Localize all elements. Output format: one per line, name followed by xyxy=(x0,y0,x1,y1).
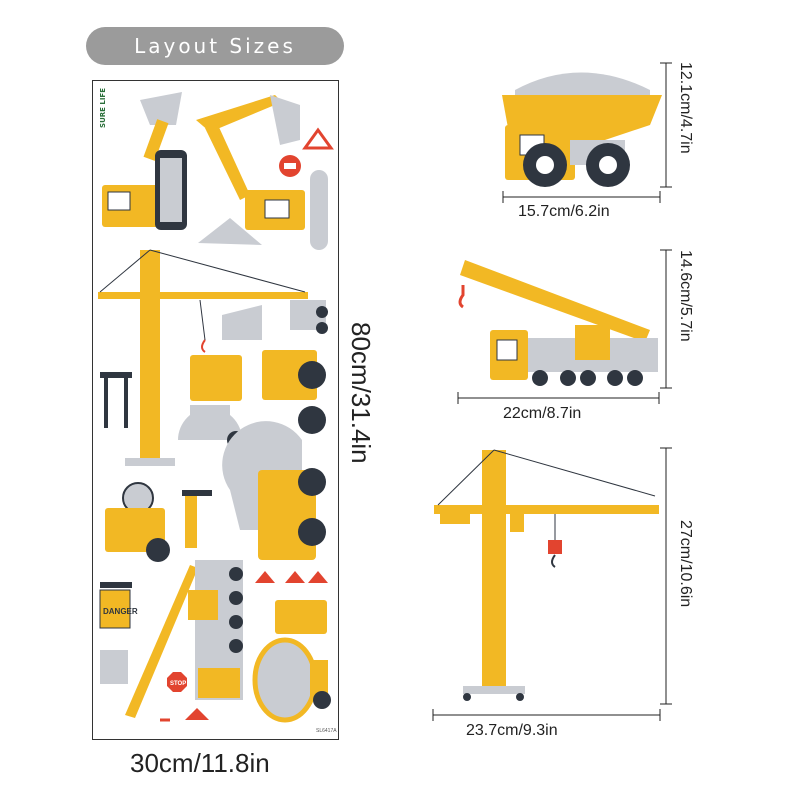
crane-truck-width-label: 22cm/8.7in xyxy=(503,405,582,422)
layout-sizes-title: Layout Sizes xyxy=(86,27,344,65)
dump-truck-width-label: 15.7cm/6.2in xyxy=(518,203,610,220)
tower-crane-sticker xyxy=(98,249,308,466)
dump-truck-height-label: 12.1cm/4.7in xyxy=(677,62,694,154)
dimension-lines xyxy=(432,62,672,721)
road-roller-sticker xyxy=(105,482,212,562)
tower-crane-height-label: 27cm/10.6in xyxy=(677,520,694,608)
dump-truck-detail xyxy=(502,72,662,187)
tower-crane-detail xyxy=(434,449,659,701)
crane-truck-detail xyxy=(458,260,658,386)
signs-sheet xyxy=(99,571,328,720)
stop-sign-text: STOP xyxy=(170,681,186,687)
tower-crane-width-label: 23.7cm/9.3in xyxy=(466,722,558,739)
danger-sign-text: DANGER xyxy=(103,607,138,616)
small-vehicles-sheet xyxy=(100,300,328,449)
cement-mixer-sticker xyxy=(252,600,331,723)
crane-truck-height-label: 14.6cm/5.7in xyxy=(677,250,694,342)
excavator-sticker-right xyxy=(196,95,334,250)
dump-truck-sticker xyxy=(222,421,326,560)
sheet-width-label: 30cm/11.8in xyxy=(130,748,270,778)
sheet-height-label: 80cm/31.4in xyxy=(346,322,376,464)
mobile-crane-sticker xyxy=(125,560,243,722)
sheet-code: SL6417A xyxy=(316,728,337,734)
excavator-sticker-left xyxy=(102,92,187,230)
